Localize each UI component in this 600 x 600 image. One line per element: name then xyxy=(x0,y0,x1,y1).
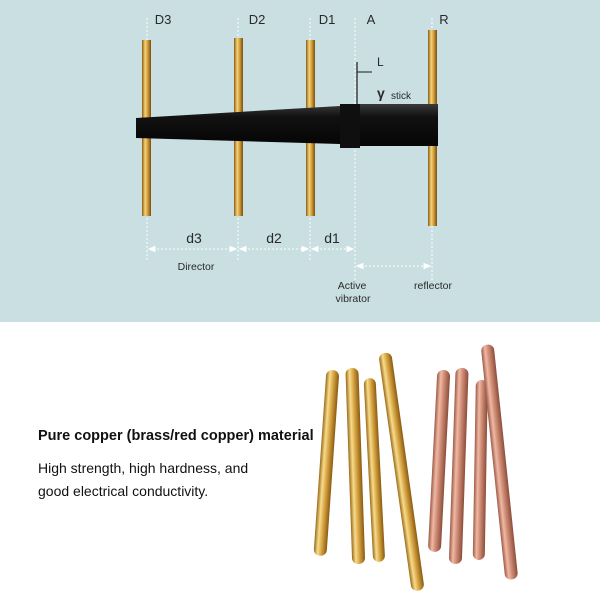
red-copper-rod xyxy=(428,370,451,552)
active-vibrator-label-line1: Active xyxy=(338,280,367,292)
brass-rod xyxy=(363,378,385,562)
spacing-label-d1: d1 xyxy=(324,230,340,246)
yagi-antenna-diagram: D3 D2 D1 A R L γ stick xyxy=(136,12,452,305)
copper-rods-photo xyxy=(313,344,518,591)
spacing-label-d3: d3 xyxy=(186,230,202,246)
brass-rods xyxy=(313,352,424,591)
material-description-line2: good electrical conductivity. xyxy=(38,483,209,499)
red-copper-rod xyxy=(448,367,469,564)
red-copper-rod xyxy=(481,344,518,580)
material-heading: Pure copper (brass/red copper) material xyxy=(38,428,314,444)
spacing-label-d2: d2 xyxy=(266,230,282,246)
material-panel: Pure copper (brass/red copper) material … xyxy=(0,322,600,600)
length-label: L xyxy=(377,55,384,69)
label-d1: D1 xyxy=(319,12,336,27)
label-d3: D3 xyxy=(155,12,172,27)
red-copper-rods xyxy=(428,344,518,580)
antenna-diagram-panel: D3 D2 D1 A R L γ stick xyxy=(0,0,600,322)
antenna-boom xyxy=(136,104,438,146)
label-r: R xyxy=(439,12,448,27)
spacing-dimensions xyxy=(147,245,432,270)
active-vibrator-label-line2: vibrator xyxy=(335,293,371,305)
brass-rod xyxy=(379,352,424,591)
brass-rod xyxy=(345,368,366,564)
director-label: Director xyxy=(178,261,215,273)
material-description-line1: High strength, high hardness, and xyxy=(38,460,249,476)
reflector-label: reflector xyxy=(414,280,452,292)
label-d2: D2 xyxy=(249,12,266,27)
brass-rod xyxy=(313,370,340,556)
red-copper-rod xyxy=(472,380,488,560)
gamma-symbol: γ xyxy=(377,85,385,101)
gamma-stick-label: stick xyxy=(391,91,412,102)
active-vibrator-block xyxy=(340,104,360,148)
label-a: A xyxy=(367,12,376,27)
